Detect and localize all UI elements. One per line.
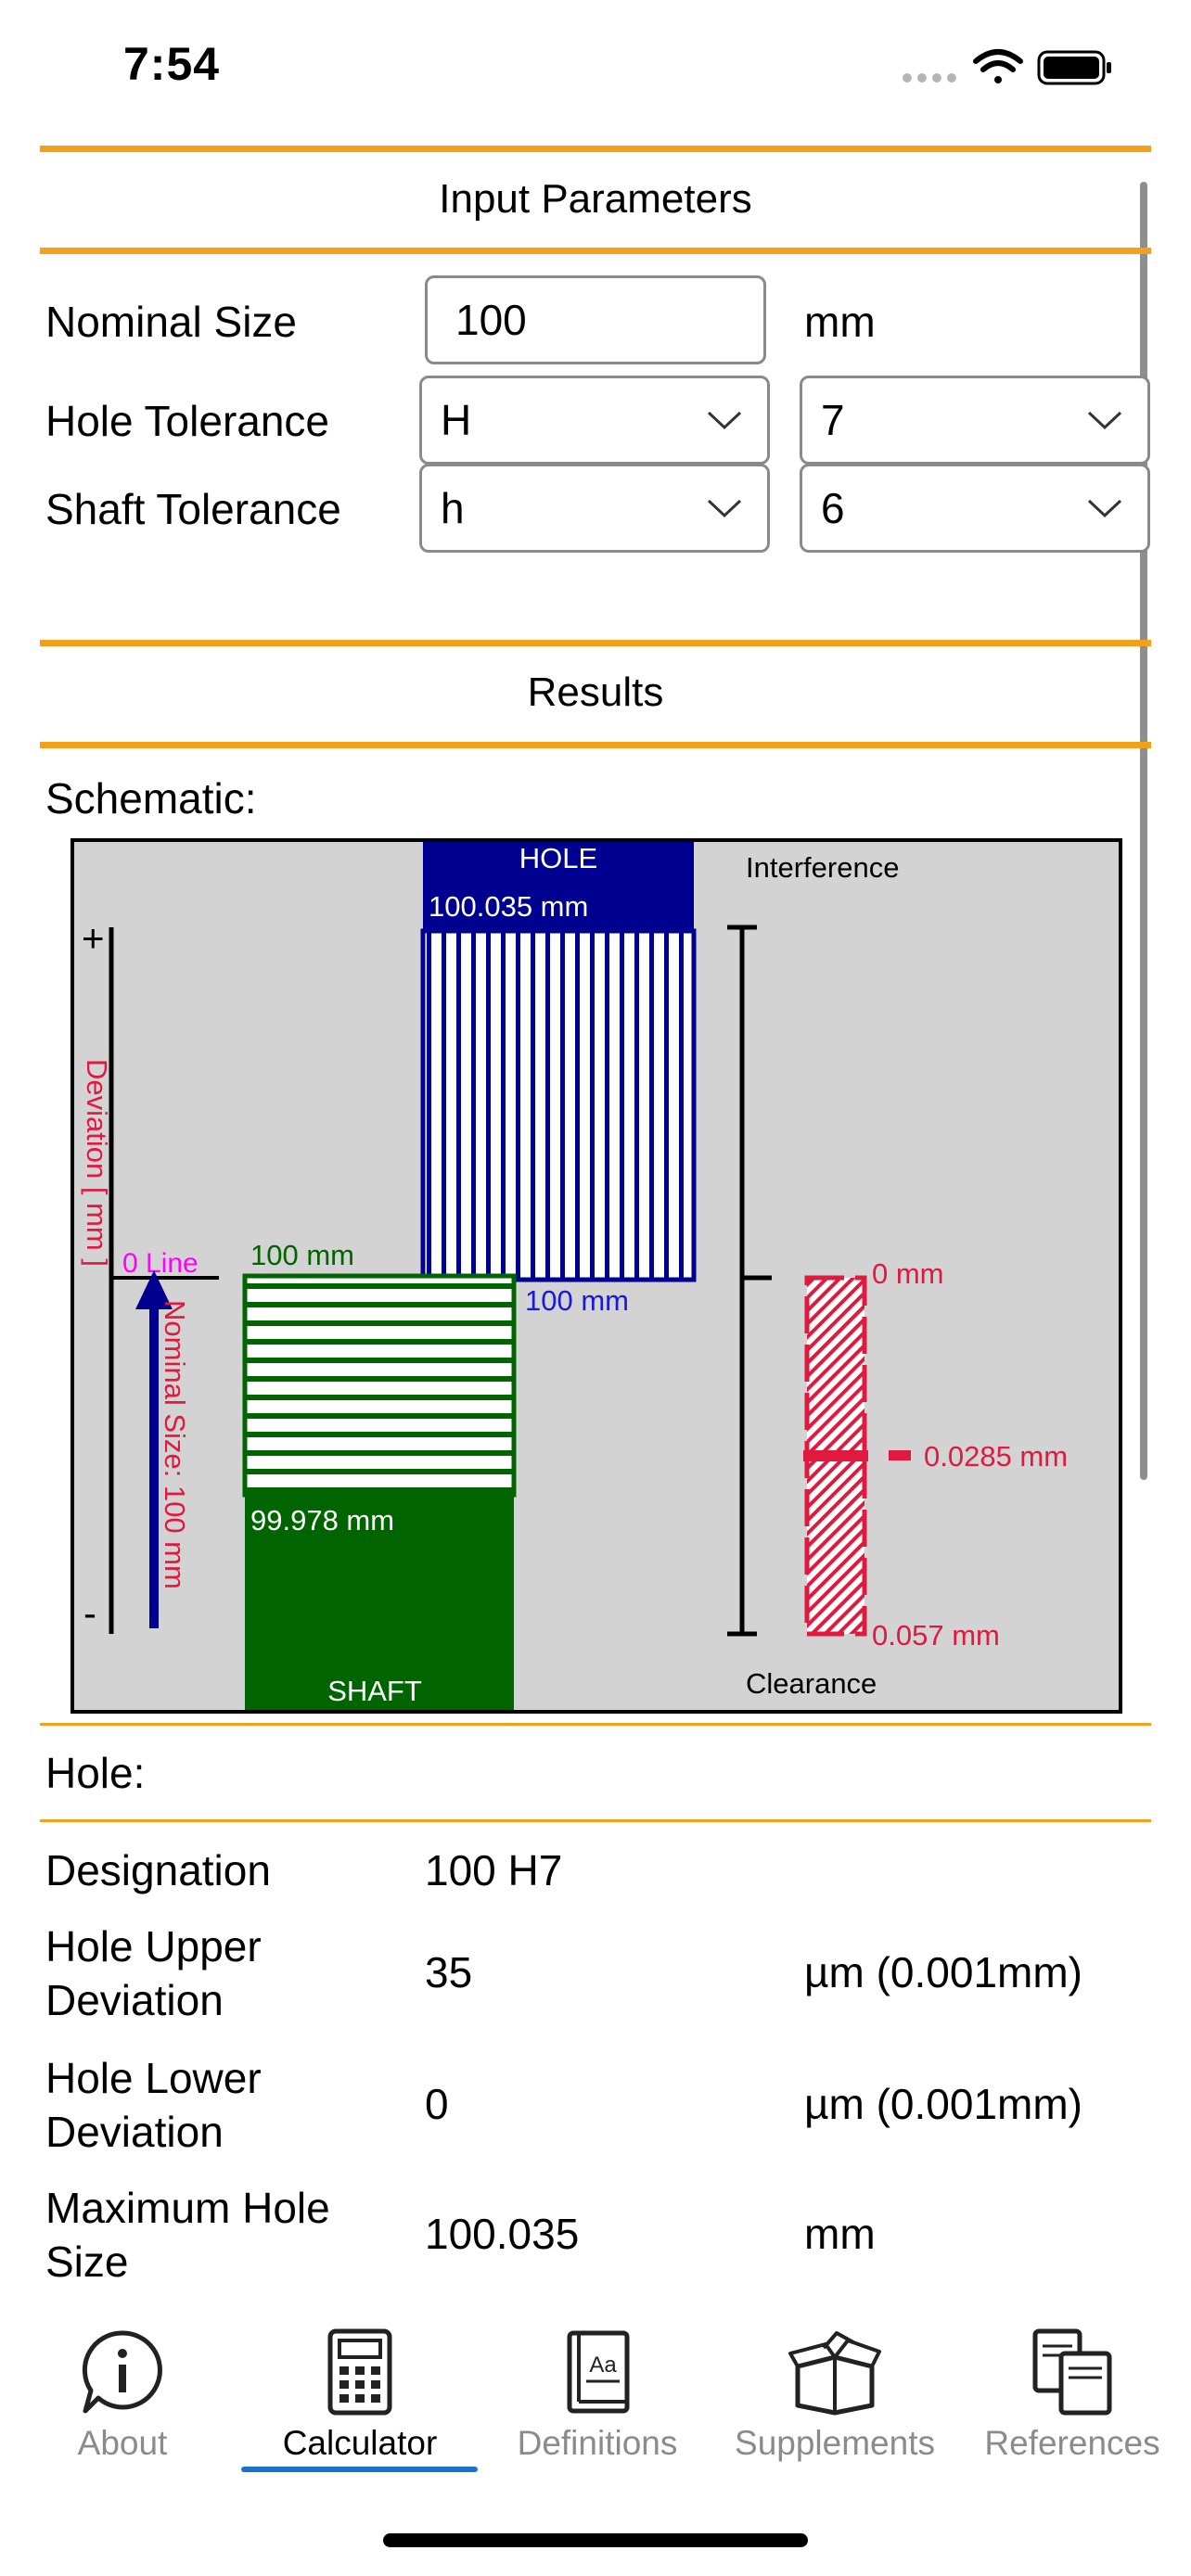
nominal-size-arrow-label: Nominal Size: 100 mm — [159, 1300, 191, 1589]
hole-lower-deviation-label: Hole Lower Deviation — [45, 2054, 262, 2156]
fit-max-value: 0.057 mm — [872, 1619, 1000, 1651]
mean-clearance-marker — [803, 1450, 868, 1461]
hole-lower-deviation-unit: µm (0.001mm) — [804, 2080, 1082, 2128]
hole-tolerance-letter-value: H — [441, 396, 472, 444]
calculator-icon — [327, 2328, 392, 2416]
fit-mean-value: 0.0285 mm — [924, 1440, 1068, 1473]
nominal-size-value: 100 — [455, 296, 527, 344]
shaft-tolerance-label: Shaft Tolerance — [45, 485, 341, 533]
status-time: 7:54 — [123, 38, 221, 90]
tab-label: About — [77, 2424, 168, 2462]
maximum-hole-size-value: 100.035 — [425, 2210, 580, 2258]
info-bubble-icon — [82, 2330, 162, 2414]
hole-lower-size: 100 mm — [525, 1284, 629, 1317]
status-icons — [903, 49, 1111, 85]
shaft-lower-size: 99.978 mm — [250, 1504, 394, 1537]
hole-upper-deviation-value: 35 — [425, 1948, 473, 1996]
shaft-tolerance-grade-value: 6 — [821, 484, 845, 532]
hole-tolerance-label: Hole Tolerance — [45, 397, 330, 445]
hole-label: HOLE — [519, 842, 597, 874]
arrow-head-icon — [135, 1270, 173, 1309]
shaft-upper-size: 100 mm — [250, 1239, 354, 1271]
shaft-tolerance-letter-value: h — [441, 484, 465, 532]
designation-value: 100 H7 — [425, 1846, 563, 1894]
plus-sign: + — [82, 916, 105, 960]
active-tab-indicator — [241, 2467, 478, 2472]
hole-label-band — [423, 842, 694, 931]
fit-min-value: 0 mm — [872, 1257, 944, 1290]
nominal-size-input[interactable]: 100 — [425, 275, 766, 364]
divider — [40, 1819, 1151, 1822]
hole-tolerance-zone — [420, 928, 697, 1282]
dictionary-icon: Aa — [567, 2330, 630, 2414]
tab-label: Supplements — [735, 2424, 935, 2462]
tab-calculator[interactable]: Calculator — [241, 2309, 479, 2476]
status-bar: 7:54 — [0, 0, 1191, 139]
hole-tolerance-letter-select[interactable]: H — [419, 376, 770, 465]
input-parameters-title: Input Parameters — [439, 176, 752, 222]
chevron-down-icon — [1087, 411, 1122, 430]
tab-label: References — [984, 2424, 1160, 2462]
nominal-size-label: Nominal Size — [45, 298, 297, 346]
hole-upper-deviation-unit: µm (0.001mm) — [804, 1948, 1082, 1996]
shaft-tolerance-letter-select[interactable]: h — [419, 464, 770, 553]
divider — [40, 1723, 1151, 1726]
books-icon — [1032, 2328, 1112, 2416]
zero-line-label: 0 Line — [122, 1248, 198, 1279]
battery-icon — [1037, 50, 1111, 85]
tab-label: Definitions — [517, 2424, 678, 2462]
clearance-label: Clearance — [746, 1667, 877, 1700]
tab-label: Calculator — [282, 2424, 438, 2462]
divider — [40, 248, 1151, 254]
chevron-down-icon — [1087, 499, 1122, 518]
tab-definitions[interactable]: Aa Definitions — [479, 2309, 716, 2476]
wifi-icon — [973, 49, 1023, 83]
tab-references[interactable]: References — [954, 2309, 1191, 2476]
tab-supplements[interactable]: Supplements — [716, 2309, 954, 2476]
divider — [40, 742, 1151, 748]
results-title: Results — [527, 670, 664, 715]
shaft-tolerance-zone — [242, 1273, 517, 1498]
fit-schematic: HOLE 100.035 mm 100 mm 100 mm 99.978 mm … — [70, 838, 1122, 1714]
home-indicator[interactable] — [383, 2533, 808, 2547]
shaft-label: SHAFT — [327, 1675, 422, 1707]
hole-section-title: Hole: — [45, 1749, 146, 1797]
hole-tolerance-grade-select[interactable]: 7 — [800, 376, 1150, 465]
designation-label: Designation — [45, 1846, 271, 1894]
shaft-tolerance-grade-select[interactable]: 6 — [800, 464, 1150, 553]
mean-clearance-tick — [889, 1450, 911, 1460]
schematic-label: Schematic: — [45, 774, 257, 823]
minus-sign: - — [83, 1591, 96, 1635]
scroll-indicator[interactable] — [1140, 182, 1147, 1480]
deviation-axis-label: Deviation [ mm ] — [81, 1059, 113, 1267]
chevron-down-icon — [707, 499, 742, 518]
interference-label: Interference — [746, 851, 899, 884]
hole-lower-deviation-value: 0 — [425, 2080, 449, 2128]
chevron-down-icon — [707, 411, 742, 430]
hole-upper-size: 100.035 mm — [429, 890, 588, 923]
cellular-signal-icon — [903, 73, 956, 83]
tab-bar: About Calculator Aa Definitions — [0, 2309, 1191, 2576]
hole-tolerance-grade-value: 7 — [821, 396, 845, 444]
hole-upper-deviation-label: Hole Upper Deviation — [45, 1922, 262, 2024]
svg-text:Aa: Aa — [589, 2353, 617, 2378]
divider — [40, 146, 1151, 152]
open-box-icon — [788, 2331, 881, 2416]
shaft-body — [245, 1495, 514, 1710]
divider — [40, 640, 1151, 646]
maximum-hole-size-unit: mm — [804, 2210, 876, 2258]
nominal-size-unit: mm — [804, 298, 876, 346]
maximum-hole-size-label: Maximum Hole Size — [45, 2184, 330, 2286]
tab-about[interactable]: About — [4, 2309, 241, 2476]
